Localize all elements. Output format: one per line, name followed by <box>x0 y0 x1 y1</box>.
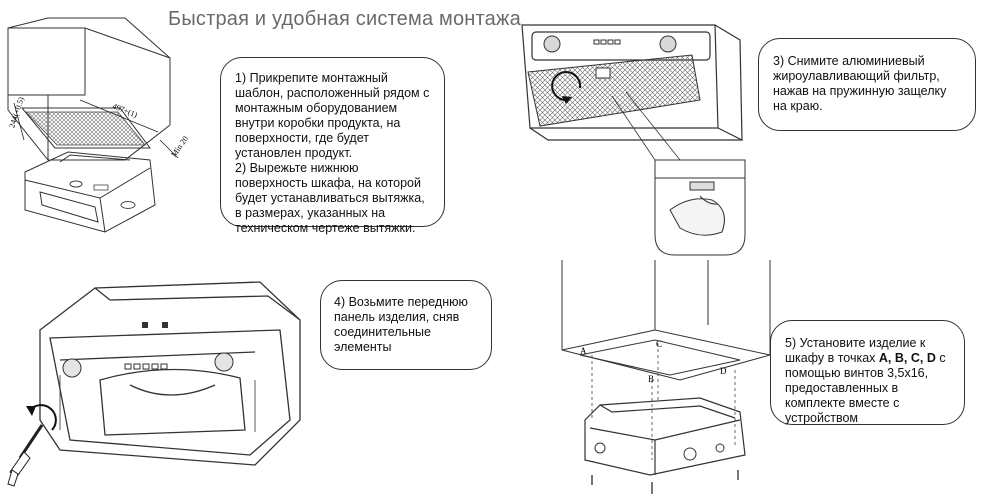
step1-text: 1) Прикрепите монтажный шаблон, располож… <box>235 71 430 235</box>
install-point-d: D <box>720 366 727 376</box>
step3-text: 3) Снимите алюминиевый жироулавливающий … <box>773 54 947 113</box>
step3-callout: 3) Снимите алюминиевый жироулавливающий … <box>758 38 976 131</box>
step5-line1: 5) Установите изделие к <box>785 336 926 350</box>
step4-text: 4) Возьмите переднюю панель изделия, сня… <box>334 295 468 354</box>
step5-prefix: шкафу в точках <box>785 351 879 365</box>
step5-suffix: с <box>935 351 946 365</box>
install-point-a: A <box>580 346 587 356</box>
step1-callout: 1) Прикрепите монтажный шаблон, располож… <box>220 57 445 235</box>
step5-points: A, B, C, D <box>878 351 936 365</box>
install-point-b: B <box>648 374 654 384</box>
step4-callout: 4) Возьмите переднюю панель изделия, сня… <box>320 280 492 370</box>
step5-callout: 5) Установите изделие к шкафу в точках A… <box>770 320 965 425</box>
install-point-c: C <box>656 339 662 349</box>
page-title: Быстрая и удобная система монтажа <box>168 8 521 30</box>
step5-rest: помощью винтов 3,5х16, предоставленных в… <box>785 366 929 425</box>
